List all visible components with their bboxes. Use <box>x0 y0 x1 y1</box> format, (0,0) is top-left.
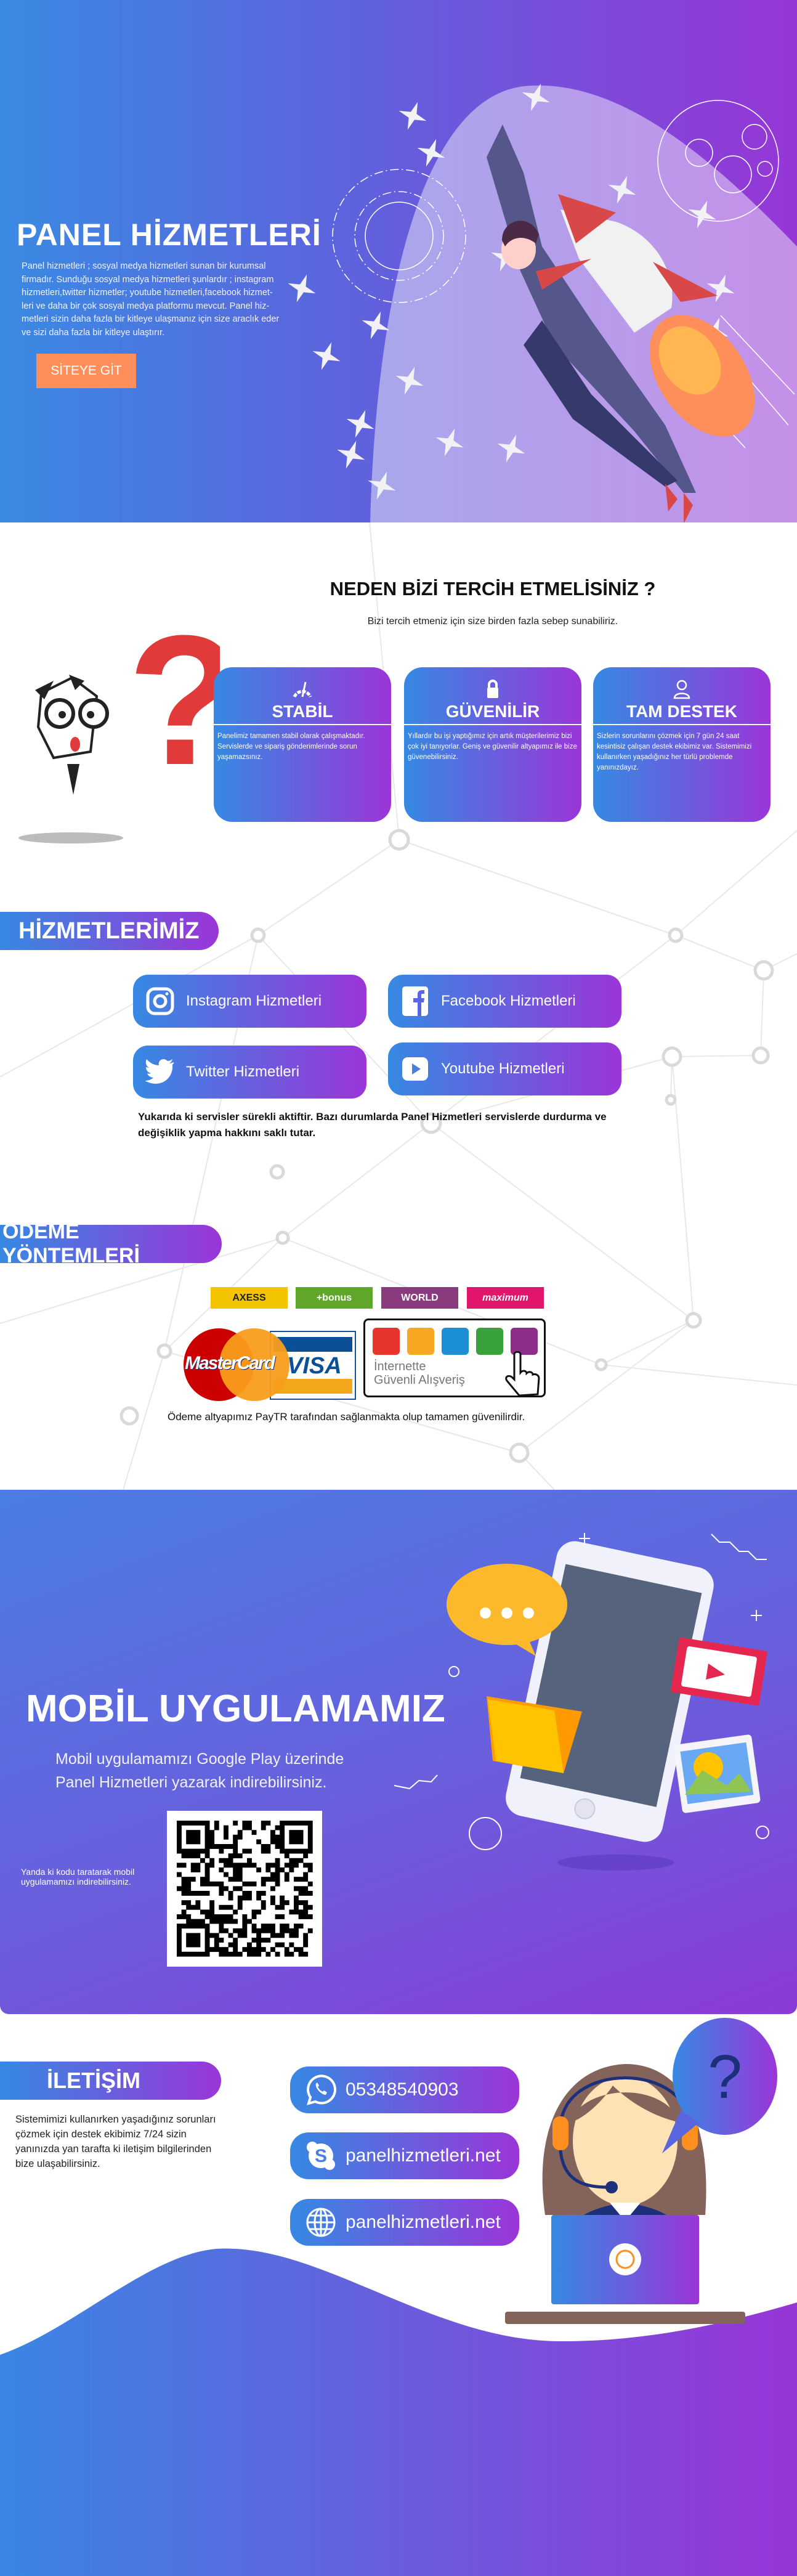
hero-description-line: Panel hizmetleri ; sosyal medya hizmetle… <box>22 261 266 271</box>
mastercard-logo: MasterCard <box>184 1328 289 1401</box>
why-us-title: NEDEN BİZİ TERCİH ETMELİSİNİZ ? <box>330 578 656 599</box>
instagram-icon <box>144 985 176 1017</box>
facebook-icon <box>399 985 431 1017</box>
contact-heading: İLETİŞİM <box>0 2062 221 2100</box>
badge-line: Güvenli Alışveriş <box>374 1373 465 1387</box>
whatsapp-icon <box>304 2073 338 2107</box>
mastercard-text: MasterCard <box>185 1353 275 1373</box>
website-url: panelhizmetleri.net <box>346 2212 501 2232</box>
twitter-services-button[interactable]: Twitter Hizmetleri <box>133 1046 366 1099</box>
service-label: Twitter Hizmetleri <box>186 1063 300 1080</box>
question-man-illustration: ? <box>17 596 240 850</box>
secure-shopping-badge: İnternette Güvenli Alışveriş <box>363 1318 546 1397</box>
card-text: Yıllardır bu işi yaptığımız için artık m… <box>408 733 577 761</box>
visit-site-button[interactable]: SİTEYE GİT <box>36 354 136 388</box>
whatsapp-contact-button[interactable]: 05348540903 <box>290 2066 519 2113</box>
feature-card-support: TAM DESTEK Sizlerin sorunlarını çözmek i… <box>593 667 771 822</box>
phone-number: 05348540903 <box>346 2079 459 2100</box>
badge-line: İnternette <box>374 1360 426 1373</box>
qr-code[interactable] <box>167 1811 322 1967</box>
mobile-app-subtitle: Mobil uygulamamızı Google Play üzerinde … <box>55 1747 344 1794</box>
contact-description: Sistemimizi kullanırken yaşadığınız soru… <box>15 2114 216 2169</box>
card-text: Sizlerin sorunlarını çözmek için 7 gün 2… <box>597 733 752 771</box>
svg-text:?: ? <box>127 622 220 803</box>
youtube-icon <box>399 1053 431 1085</box>
speedometer-icon <box>214 678 391 699</box>
rocket-man-illustration <box>283 83 797 522</box>
svg-text:?: ? <box>708 2042 742 2111</box>
twitter-icon <box>144 1056 176 1088</box>
card-divider <box>404 724 581 725</box>
world-card-logo: WORLD <box>381 1287 458 1309</box>
hero-title: PANEL HİZMETLERİ <box>17 217 322 252</box>
mobile-app-section: MOBİL UYGULAMAMIZ Mobil uygulamamızı Goo… <box>0 1490 797 2014</box>
qr-code-image <box>177 1821 313 1957</box>
hero-description-line: ve sizi daha fazla bir kitleye ulaştırır… <box>22 327 165 338</box>
globe-icon <box>304 2205 338 2240</box>
instagram-services-button[interactable]: Instagram Hizmetleri <box>133 975 366 1028</box>
hero-section: PANEL HİZMETLERİ Panel hizmetleri ; sosy… <box>0 0 797 522</box>
hero-description-line: metleri sizin daha fazla bir kitleye ula… <box>22 314 280 324</box>
pointer-hand-icon <box>505 1351 540 1397</box>
network-background <box>0 522 797 1490</box>
card-title: STABİL <box>272 702 333 721</box>
service-label: Facebook Hizmetleri <box>441 993 576 1009</box>
card-text: Panelimiz tamamen stabil olarak çalışmak… <box>217 733 365 761</box>
feature-card-stable: STABİL Panelimiz tamamen stabil olarak ç… <box>214 667 391 822</box>
website-contact-button[interactable]: panelhizmetleri.net <box>290 2199 519 2246</box>
payment-note: Ödeme altyapımız PayTR tarafından sağlan… <box>168 1411 525 1423</box>
hero-description-line: hizmetleri,twitter hizmetler; youtube hi… <box>22 288 273 298</box>
youtube-services-button[interactable]: Youtube Hizmetleri <box>388 1042 621 1095</box>
bottom-wave <box>0 2248 797 2576</box>
maximum-card-logo: maximum <box>467 1287 544 1309</box>
card-divider <box>214 724 391 725</box>
phone-illustration <box>394 1533 769 1871</box>
support-agent-illustration: ? <box>505 2018 777 2324</box>
skype-icon: S <box>304 2139 338 2173</box>
bonus-card-logo: +bonus <box>296 1287 373 1309</box>
service-label: Youtube Hizmetleri <box>441 1060 565 1077</box>
subtitle-line: Panel Hizmetleri yazarak indirebilirsini… <box>55 1774 327 1791</box>
card-title: TAM DESTEK <box>626 702 737 721</box>
skype-handle: panelhizmetleri.net <box>346 2145 501 2166</box>
service-label: Instagram Hizmetleri <box>186 993 322 1009</box>
card-divider <box>593 724 771 725</box>
why-us-subtitle: Bizi tercih etmeniz için size birden faz… <box>367 616 618 627</box>
hero-description-line: leri ve daha bir çok sosyal medya platfo… <box>22 301 270 311</box>
services-note: Yukarıda ki servisler sürekli aktiftir. … <box>138 1111 607 1139</box>
feature-card-reliable: GÜVENİLİR Yıllardır bu işi yaptığımız iç… <box>404 667 581 822</box>
visa-text: VISA <box>287 1353 342 1379</box>
hero-description-line: firmadır. Sunduğu sosyal medya hizmetler… <box>22 274 274 285</box>
hero-description: Panel hizmetleri ; sosyal medya hizmetle… <box>22 260 330 339</box>
support-agent-icon <box>593 678 771 699</box>
mobile-app-title: MOBİL UYGULAMAMIZ <box>26 1688 445 1730</box>
payment-heading: ÖDEME YÖNTEMLERİ <box>0 1220 222 1267</box>
axess-card-logo: AXESS <box>211 1287 288 1309</box>
lock-icon <box>404 678 581 699</box>
skype-contact-button[interactable]: S panelhizmetleri.net <box>290 2132 519 2179</box>
facebook-services-button[interactable]: Facebook Hizmetleri <box>388 975 621 1028</box>
card-title: GÜVENİLİR <box>445 702 540 721</box>
subtitle-line: Mobil uygulamamızı Google Play üzerinde <box>55 1750 344 1768</box>
svg-text:S: S <box>315 2146 327 2166</box>
services-heading: HİZMETLERİMİZ <box>0 912 219 950</box>
qr-hint: Yanda ki kodu taratarak mobil uygulamamı… <box>21 1867 135 1887</box>
